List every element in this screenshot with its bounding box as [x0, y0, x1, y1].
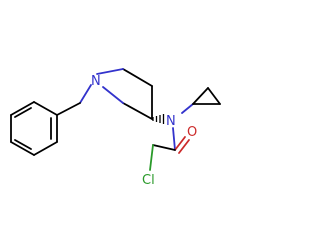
stereo-hashed-wedge [152, 114, 165, 124]
cyclopropyl-group [181, 87, 221, 114]
bond-n1-ch2 [79, 84, 92, 104]
structure-canvas: N N O Cl [10, 68, 221, 188]
atom-label-chlorine: Cl [142, 173, 155, 188]
atom-label-ring-nitrogen: N [91, 74, 101, 89]
bond-carbonyl-ch2 [152, 144, 176, 151]
atom-label-oxygen: O [187, 125, 197, 140]
phenyl-double-2 [14, 139, 32, 150]
chloroacetyl-group [149, 127, 190, 171]
bond-c4-c5 [122, 68, 153, 87]
atom-label-amide-nitrogen: N [166, 114, 176, 129]
bond-c5-n1 [96, 68, 124, 75]
bond-n1-c2 [102, 86, 124, 104]
bond-n-carbonyl [172, 127, 176, 151]
carbonyl-double-bond-2 [178, 139, 190, 154]
phenyl-double-3 [14, 107, 32, 118]
piperidine-ring [96, 68, 165, 124]
benzyl-group [10, 84, 92, 156]
bond-ch2-cl [149, 144, 154, 171]
bond-c2-c3 [122, 102, 153, 120]
phenyl-ring [10, 101, 58, 156]
carbonyl-double-bond-1 [174, 136, 186, 151]
bond-n-cyclopropyl [181, 103, 194, 114]
bond-ch2-phenyl [56, 102, 81, 116]
